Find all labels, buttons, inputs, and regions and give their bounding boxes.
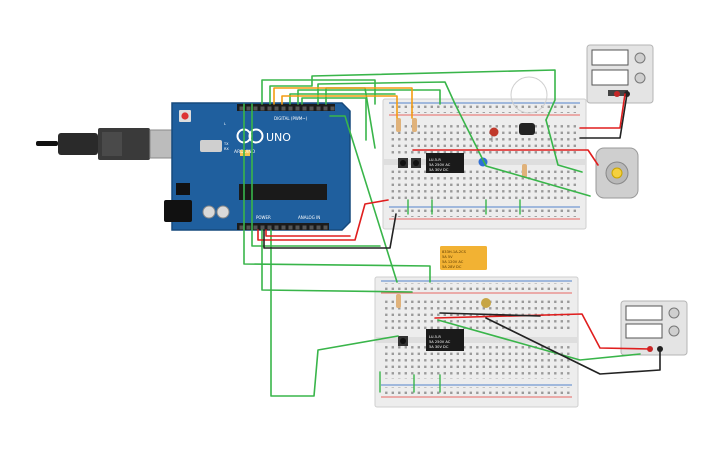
relay-top-line-1: LU-5-R <box>429 158 441 162</box>
relay-bottom-line-1: LU-5-R <box>429 335 441 339</box>
relay-bottom-line-3: 5A 30V DC <box>429 345 449 349</box>
relay-module-line-4: 5A 28V DC <box>442 265 462 269</box>
relay-module-line-3: 5A 120V AC <box>442 260 464 264</box>
relay-module-line-2: 5A 5V <box>442 255 453 259</box>
red-led <box>489 127 499 142</box>
relay-bottom: LU-5-R 5A 250V AC 5A 30V DC <box>426 329 464 351</box>
yellow-led <box>481 298 491 308</box>
orange-wires <box>273 87 413 119</box>
board-jumpers <box>379 199 521 393</box>
analog-header-label: ANALOG IN <box>298 215 320 220</box>
wires <box>243 69 661 397</box>
digital-header-label: DIGITAL (PWM~) <box>274 116 308 121</box>
resistors-top <box>396 118 527 178</box>
relay-top-line-3: 5A 30V DC <box>429 168 449 172</box>
usb-cable <box>36 128 177 160</box>
power-supply-icon <box>586 44 654 104</box>
reset-button-cap <box>181 112 189 120</box>
dc-jack <box>164 200 192 222</box>
relay-module: 833H-1A-2CS 5A 5V 5A 120V AC 5A 28V DC <box>440 246 487 270</box>
red-wires <box>257 93 651 350</box>
push-button-bottom <box>398 336 408 346</box>
crystal <box>200 140 222 152</box>
tx-label: TX <box>223 142 229 146</box>
arduino-brand: ARDUINO <box>234 149 256 155</box>
relay-top: LU-5-R 5A 250V AC 5A 30V DC <box>426 153 464 173</box>
relay-bottom-line-2: 5A 250V AC <box>429 340 451 344</box>
power-header-label: POWER <box>256 215 271 220</box>
arduino-board: UNO ARDUINO DIGITAL (PWM~) POWER ANALOG … <box>164 102 351 231</box>
dc-motor <box>595 147 639 199</box>
l-label: L <box>224 122 226 126</box>
push-buttons-top <box>398 158 421 168</box>
relay-module-line-1: 833H-1A-2CS <box>442 250 467 254</box>
usb-plug-icon <box>98 128 150 160</box>
diode <box>519 123 535 135</box>
black-wires <box>263 93 661 375</box>
power-supply-top <box>586 44 654 104</box>
breadboard-bottom <box>374 276 579 408</box>
rx-label: RX <box>224 147 229 151</box>
resistor-bottom <box>396 294 401 308</box>
microcontroller-chip <box>239 184 327 200</box>
relay-top-line-2: 5A 250V AC <box>429 163 451 167</box>
wire-loop <box>510 76 548 114</box>
power-supply-bottom <box>620 300 688 356</box>
dc-motor-icon <box>595 147 639 199</box>
arduino-model: UNO <box>266 131 291 144</box>
